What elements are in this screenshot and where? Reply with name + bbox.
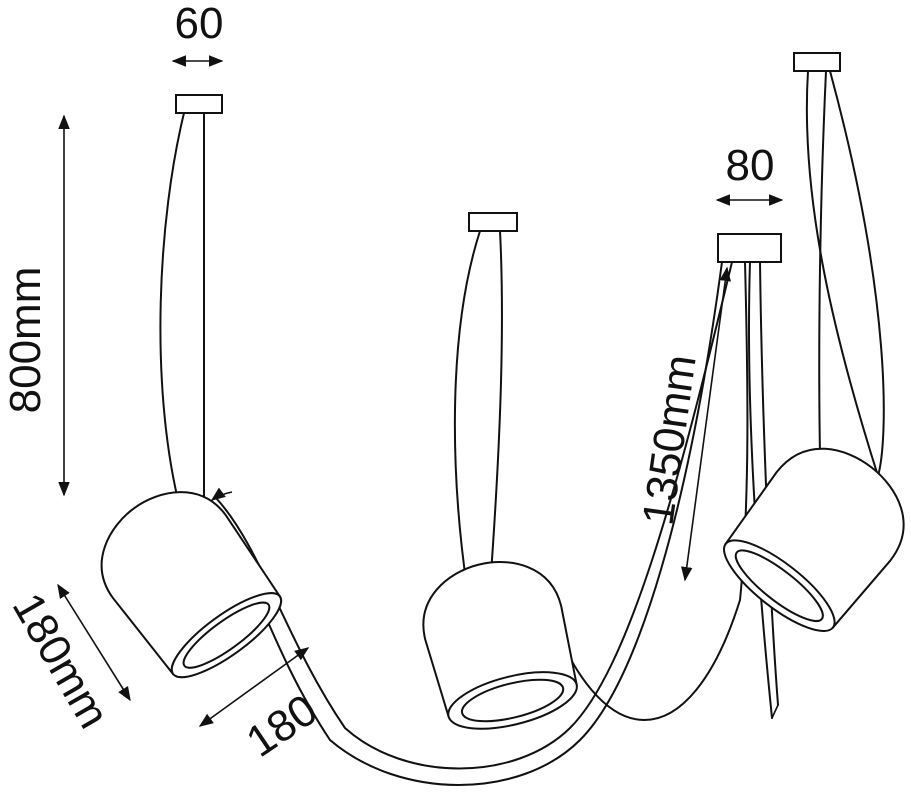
label-drop-height: 800mm [1,267,50,414]
lamp-head-left [100,491,283,679]
canopy-left [175,94,223,114]
label-canopy-large-width: 80 [726,141,775,190]
dim-arrow-1350mm [681,266,731,582]
label-shade-depth: 180mm [3,585,119,737]
dim-arrow-1350mm-start [210,487,233,501]
label-canopy-small-width: 60 [175,0,224,48]
dim-arrow-180mm [57,583,131,702]
canopy-right-large [717,233,782,263]
canopy-middle [468,212,518,232]
lamp-head-middle [422,561,578,730]
label-shade-diameter: 180 [238,685,326,767]
dim-arrow-180 [198,647,310,727]
canopy-far-right [793,52,841,72]
cables [159,70,885,786]
